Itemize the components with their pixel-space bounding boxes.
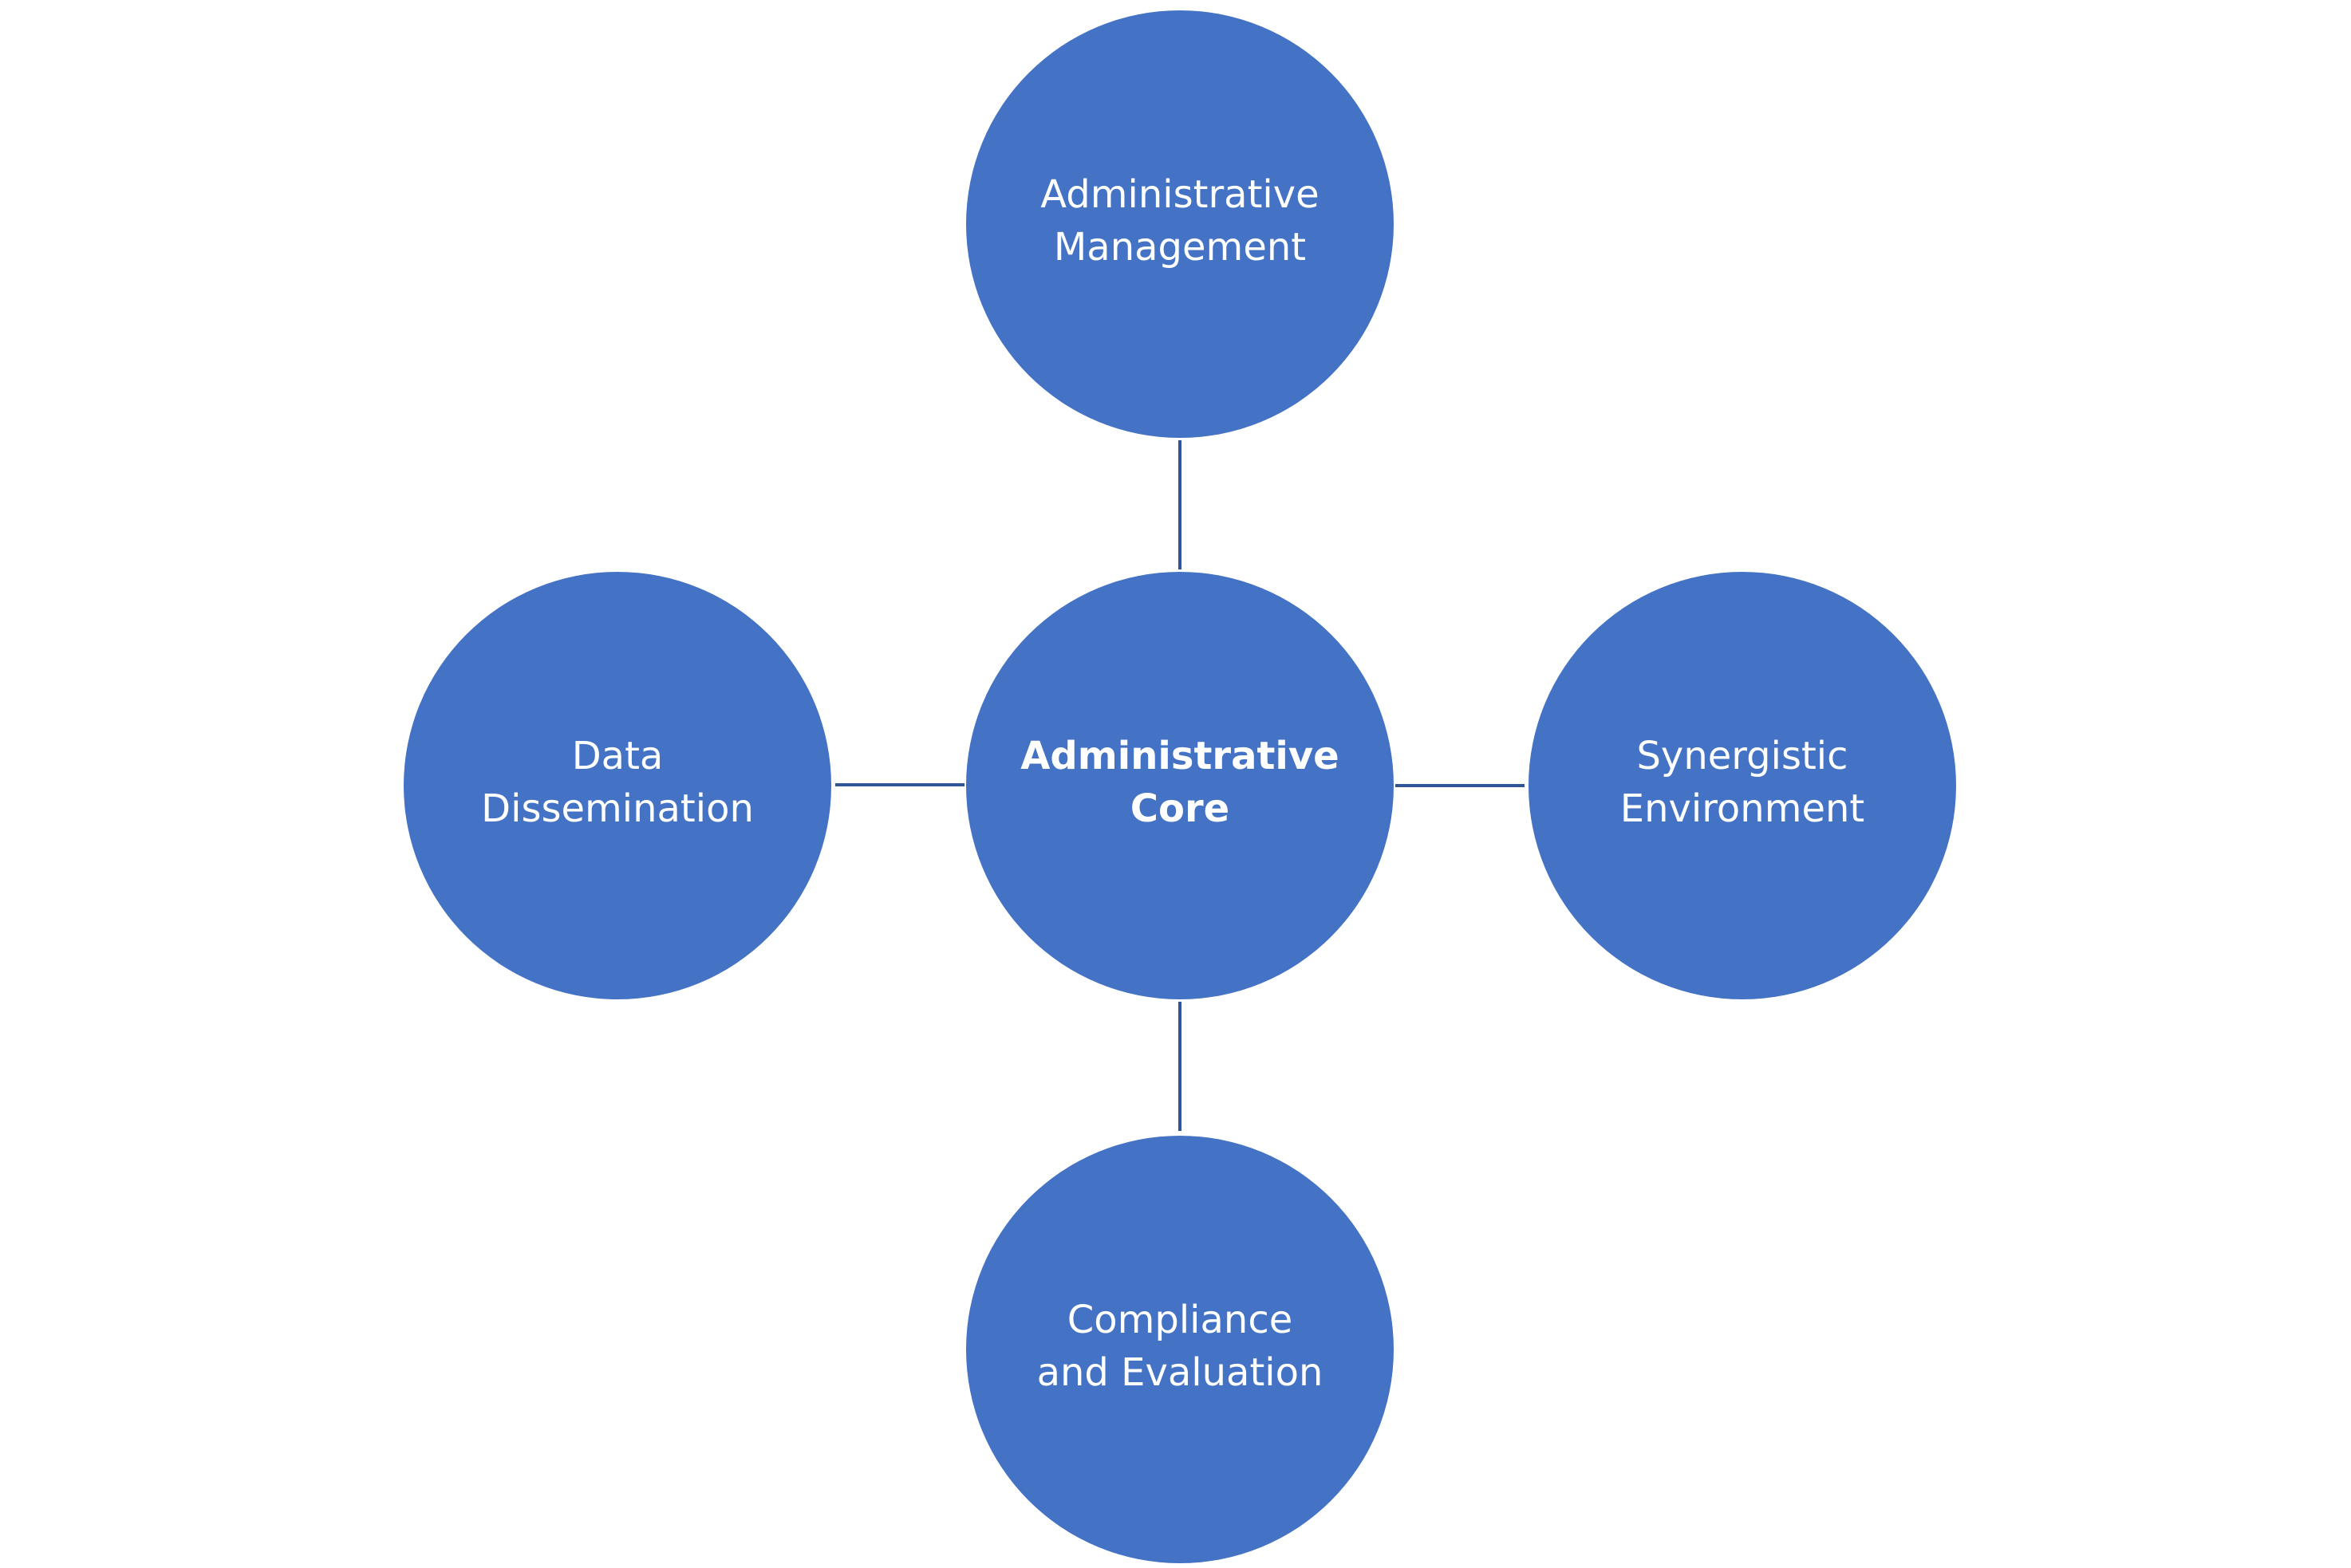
node-label-line: and Evaluation xyxy=(1037,1350,1323,1395)
node-compliance-evaluation: Compliance and Evaluation xyxy=(966,1136,1394,1563)
node-label-line: Administrative xyxy=(1040,172,1319,217)
node-label-line: Data xyxy=(572,734,664,778)
node-label-line: Administrative xyxy=(1020,734,1339,778)
node-label-line: Synergistic xyxy=(1636,734,1848,778)
node-core: Administrative Core xyxy=(966,572,1394,999)
node-data-dissemination: Data Dissemination xyxy=(404,572,831,999)
node-label-line: Core xyxy=(1130,786,1229,831)
node-label-line: Environment xyxy=(1620,786,1865,831)
node-synergistic-environment: Synergistic Environment xyxy=(1529,572,1956,999)
node-label-line: Management xyxy=(1054,225,1306,270)
node-administrative-management: Administrative Management xyxy=(966,10,1394,438)
node-label-line: Compliance xyxy=(1067,1298,1293,1342)
node-label-line: Dissemination xyxy=(481,786,754,831)
